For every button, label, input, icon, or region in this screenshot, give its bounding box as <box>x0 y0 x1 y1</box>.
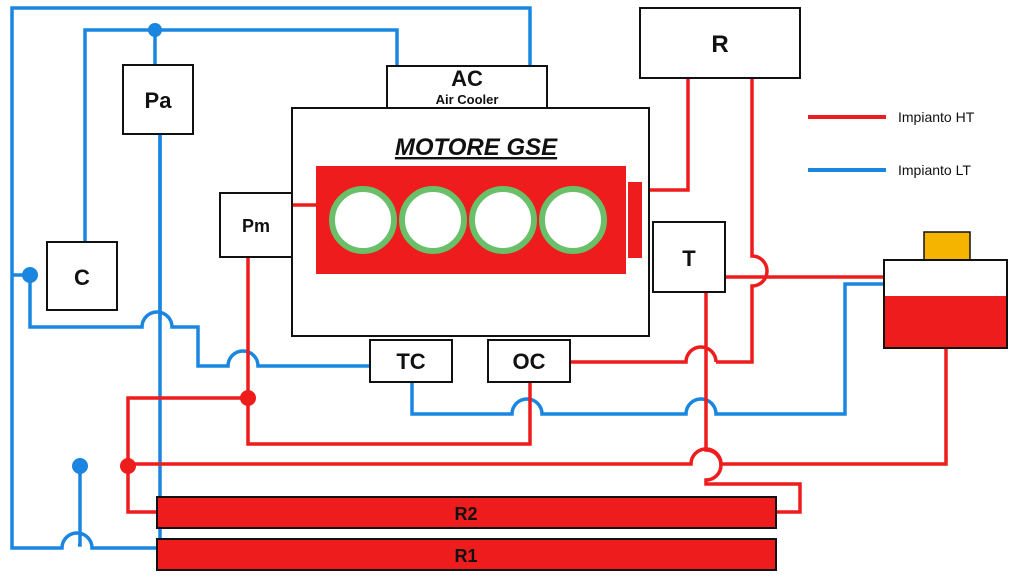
cylinder-1 <box>329 186 397 254</box>
r1-label: R1 <box>454 546 477 566</box>
cylinders <box>329 186 607 254</box>
c-label: C <box>74 265 90 290</box>
cylinder-2 <box>399 186 467 254</box>
junction-dot <box>120 458 136 474</box>
cylinder-3 <box>469 186 537 254</box>
component-c: C <box>46 241 118 311</box>
legend: Impianto HT Impianto LT <box>808 109 975 178</box>
component-pm: Pm <box>219 192 293 258</box>
component-t: T <box>652 221 726 293</box>
engine: MOTORE GSE <box>291 107 650 337</box>
component-ac: AC Air Cooler <box>386 65 548 109</box>
legend-lt-label: Impianto LT <box>898 162 971 178</box>
radiator-r2: R2 <box>156 496 777 529</box>
ac-sublabel: Air Cooler <box>436 92 499 107</box>
junction-dots <box>22 23 256 474</box>
ac-label: AC <box>451 66 483 91</box>
r-label: R <box>711 31 728 58</box>
component-tc: TC <box>369 339 453 383</box>
junction-dot <box>72 458 88 474</box>
tank-liquid <box>885 296 1006 347</box>
component-oc: OC <box>487 339 571 383</box>
engine-title: MOTORE GSE <box>395 134 558 161</box>
junction-dot <box>148 23 162 37</box>
expansion-tank <box>883 231 1008 349</box>
legend-ht-label: Impianto HT <box>898 109 975 125</box>
junction-dot <box>240 390 256 406</box>
engine-flange <box>628 182 642 258</box>
ht-circuit-pipes <box>126 78 948 514</box>
cylinder-4 <box>539 186 607 254</box>
tc-label: TC <box>396 349 425 374</box>
pm-label: Pm <box>242 216 270 236</box>
component-pa: Pa <box>122 64 194 135</box>
pa-label: Pa <box>145 88 173 113</box>
oc-label: OC <box>513 349 546 374</box>
tank-cap <box>923 231 971 261</box>
t-label: T <box>682 246 696 271</box>
junction-dot <box>22 267 38 283</box>
lt-circuit-pipes <box>10 6 885 550</box>
r2-label: R2 <box>454 504 477 524</box>
radiator-r1: R1 <box>156 538 777 571</box>
component-r: R <box>639 7 801 79</box>
